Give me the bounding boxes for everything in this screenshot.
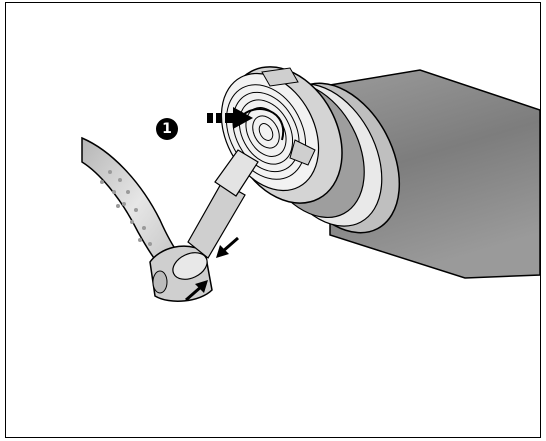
step-number-badge: 1 xyxy=(156,118,178,140)
handpiece-icon xyxy=(82,138,258,301)
